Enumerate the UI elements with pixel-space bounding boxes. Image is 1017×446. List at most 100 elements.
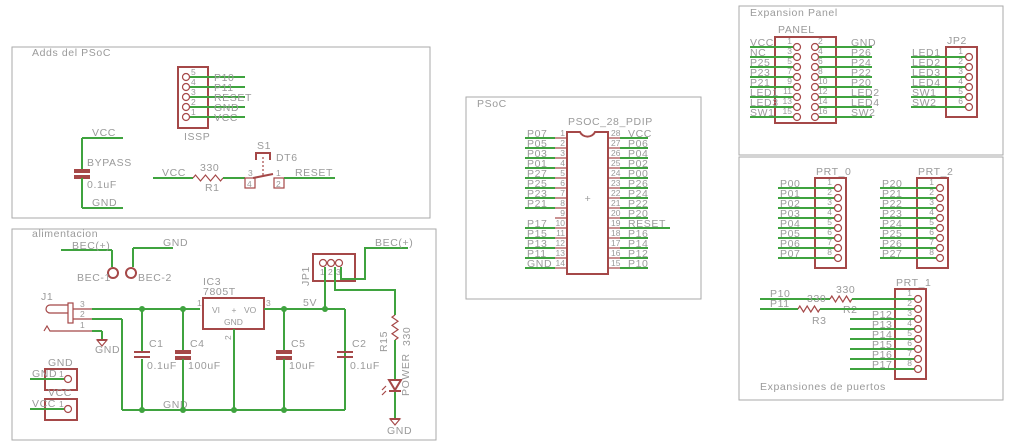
net-label: SW2 — [912, 97, 937, 109]
pin-number: 10 — [818, 76, 828, 86]
net-label: P22 — [851, 67, 871, 79]
pin-pad — [964, 82, 974, 92]
net-label: P20 — [882, 178, 902, 190]
pin-number: 25 — [611, 158, 621, 168]
net-label: P05 — [527, 138, 547, 150]
prt0-pin: P01 2 — [778, 187, 843, 203]
resistor-value: 330 — [200, 162, 219, 174]
terminal-name: BEC-1 — [77, 272, 111, 284]
pin-number: 1 — [197, 298, 202, 308]
pin-number: 1 — [560, 128, 565, 138]
net-label: P03 — [527, 148, 547, 160]
pin-pad — [935, 203, 945, 213]
pin-number: 11 — [556, 228, 565, 238]
net-label: LED4 — [912, 77, 941, 89]
pin-pad — [792, 42, 802, 52]
pin-number: 8 — [929, 247, 934, 257]
net-label: P27 — [527, 168, 547, 180]
connector-name: JP1 — [300, 266, 312, 286]
pin-number: 5 — [929, 217, 934, 227]
net-label: P01 — [780, 188, 800, 200]
switch-pin-box — [244, 177, 256, 189]
pin-pad — [181, 72, 191, 82]
capacitor-name: C4 — [190, 338, 205, 350]
net-label: P17 — [872, 359, 892, 371]
panel-pin-left: LED1 11 — [750, 86, 802, 102]
net-label: P26 — [851, 47, 871, 59]
switch-name: S1 — [257, 140, 271, 152]
net-label: VCC — [750, 37, 774, 49]
wire — [334, 267, 396, 315]
net-label: P05 — [780, 228, 800, 240]
net-label: LED1 — [750, 87, 779, 99]
capacitor-name: C1 — [149, 338, 164, 350]
ic-origin: + — [232, 305, 237, 315]
pin-pad — [181, 102, 191, 112]
jack-contact — [67, 302, 74, 324]
pin-pad — [913, 364, 923, 374]
net-label: LED2 — [912, 57, 941, 69]
pin-number: 2 — [827, 187, 832, 197]
pin-pad — [792, 102, 802, 112]
resistor-name: R3 — [812, 315, 827, 327]
pin-pad — [63, 404, 73, 414]
net-label: P25 — [882, 228, 902, 240]
chip-part: PSOC_28_PDIP — [568, 116, 653, 128]
pin-pad — [833, 193, 843, 203]
bec2-terminal — [125, 267, 137, 279]
pin-number: 7 — [560, 188, 565, 198]
capacitor-plate — [74, 175, 90, 179]
pin-number: 4 — [907, 318, 912, 328]
pin-number: 3 — [266, 298, 271, 308]
net-label: P01 — [527, 158, 547, 170]
capacitor-plate — [175, 356, 191, 360]
net-label: GND — [32, 368, 57, 380]
pin-pad — [318, 258, 328, 268]
resistor-r1 — [192, 174, 224, 182]
net-label: P11 — [770, 298, 790, 310]
pin-number: 2 — [328, 267, 333, 277]
net-label: P13 — [527, 238, 547, 250]
pin-number: 8 — [907, 358, 912, 368]
pin-number: 11 — [783, 86, 792, 96]
frame-title: alimentacion — [32, 228, 98, 240]
resistor-value: 330 — [807, 293, 826, 305]
pin-number: 28 — [611, 128, 621, 138]
net-label: P06 — [780, 238, 800, 250]
pin-number: 8 — [827, 247, 832, 257]
pin-number: 4 — [247, 179, 252, 189]
pin-number: 10 — [556, 218, 566, 228]
net-label: P04 — [628, 148, 648, 160]
net-label: LED2 — [851, 87, 880, 99]
net-label: P20 — [851, 77, 871, 89]
pin-number: 20 — [611, 208, 621, 218]
pin-number: 4 — [827, 207, 832, 217]
connector-name: PRT_2 — [918, 166, 954, 178]
switch-lever — [252, 173, 274, 179]
prt1-pin: 8 — [907, 358, 923, 374]
capacitor-value: 100uF — [188, 360, 221, 372]
frame-alimentacion: alimentacion — [11, 228, 437, 441]
